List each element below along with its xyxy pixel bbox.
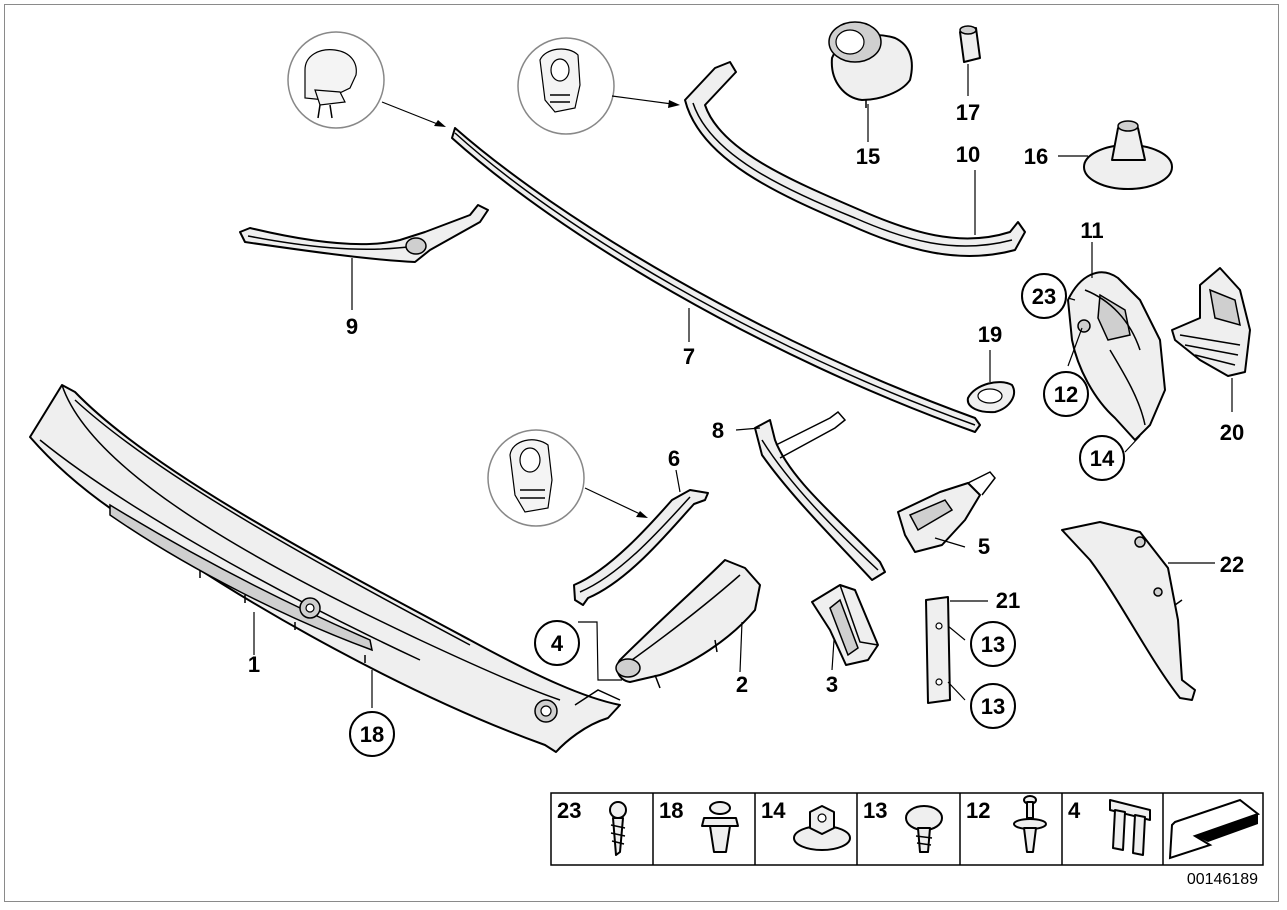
push-pin-icon bbox=[1013, 795, 1047, 853]
svg-text:13: 13 bbox=[863, 798, 887, 823]
callout-13-lower[interactable]: 13 bbox=[970, 683, 1016, 729]
part-5-bracket[interactable] bbox=[897, 471, 996, 553]
svg-text:23: 23 bbox=[557, 798, 581, 823]
label-10[interactable]: 10 bbox=[956, 142, 980, 167]
label-19[interactable]: 19 bbox=[978, 322, 1002, 347]
label-16[interactable]: 16 bbox=[1024, 144, 1048, 169]
svg-text:12: 12 bbox=[966, 798, 990, 823]
part-11-wheel-arch-cover[interactable] bbox=[1067, 271, 1166, 441]
svg-text:14: 14 bbox=[1090, 446, 1115, 471]
legend-cell-12[interactable]: 12 bbox=[966, 795, 1047, 853]
part-17-cap[interactable] bbox=[959, 25, 981, 63]
part-6-seal-strip[interactable] bbox=[573, 489, 709, 606]
part-9-seal[interactable] bbox=[239, 204, 489, 263]
callout-12[interactable]: 12 bbox=[1043, 371, 1089, 417]
part-19-gasket[interactable] bbox=[966, 381, 1015, 414]
twin-clip-icon bbox=[1109, 799, 1151, 856]
part-16-grommet[interactable] bbox=[1083, 120, 1173, 190]
callout-labels: 1 2 3 5 6 7 8 9 10 11 15 16 17 19 20 21 … bbox=[248, 100, 1244, 697]
part-3-wedge-block[interactable] bbox=[811, 584, 879, 666]
label-22[interactable]: 22 bbox=[1220, 552, 1244, 577]
detail-lens-seal-6 bbox=[487, 429, 648, 527]
svg-text:13: 13 bbox=[981, 694, 1005, 719]
label-15[interactable]: 15 bbox=[856, 144, 880, 169]
callout-18[interactable]: 18 bbox=[349, 711, 395, 757]
label-9[interactable]: 9 bbox=[346, 314, 358, 339]
legend-cell-4[interactable]: 4 bbox=[1068, 798, 1151, 856]
legend-cell-23[interactable]: 23 bbox=[557, 798, 627, 856]
callout-23[interactable]: 23 bbox=[1021, 273, 1067, 319]
svg-text:23: 23 bbox=[1032, 284, 1056, 309]
legend-cell-13[interactable]: 13 bbox=[863, 798, 943, 853]
label-5[interactable]: 5 bbox=[978, 534, 990, 559]
label-20[interactable]: 20 bbox=[1220, 420, 1244, 445]
label-21[interactable]: 21 bbox=[996, 588, 1020, 613]
part-20-cover[interactable] bbox=[1171, 267, 1251, 377]
svg-text:4: 4 bbox=[551, 631, 564, 656]
label-2[interactable]: 2 bbox=[736, 672, 748, 697]
label-11[interactable]: 11 bbox=[1080, 218, 1103, 243]
label-8[interactable]: 8 bbox=[712, 418, 724, 443]
diagram-frame bbox=[4, 4, 1279, 902]
svg-text:13: 13 bbox=[981, 632, 1005, 657]
svg-text:18: 18 bbox=[360, 722, 384, 747]
legend-cell-18[interactable]: 18 bbox=[659, 798, 739, 853]
nut-icon bbox=[793, 805, 851, 851]
drawing-id: 00146189 bbox=[1187, 871, 1258, 888]
part-2-air-duct[interactable] bbox=[615, 559, 761, 689]
label-1[interactable]: 1 bbox=[248, 652, 260, 677]
clip-screw-icon bbox=[905, 805, 943, 853]
part-7-long-seal[interactable] bbox=[451, 127, 981, 433]
legend-cell-14[interactable]: 14 bbox=[761, 798, 851, 851]
part-1-cowl-panel[interactable] bbox=[29, 384, 621, 753]
circled-callouts: 4 18 23 12 14 13 13 bbox=[349, 273, 1125, 757]
callout-4[interactable]: 4 bbox=[534, 620, 580, 666]
part-22-trim-panel[interactable] bbox=[1061, 521, 1196, 701]
detail-lens-seal-7 bbox=[287, 31, 446, 129]
svg-text:4: 4 bbox=[1068, 798, 1081, 823]
detail-lens-seal-10 bbox=[517, 37, 680, 135]
svg-text:14: 14 bbox=[761, 798, 786, 823]
label-7[interactable]: 7 bbox=[683, 344, 695, 369]
callout-14[interactable]: 14 bbox=[1079, 435, 1125, 481]
screw-icon bbox=[609, 801, 627, 856]
label-17[interactable]: 17 bbox=[956, 100, 980, 125]
expanding-rivet-icon bbox=[701, 801, 739, 853]
callout-13-upper[interactable]: 13 bbox=[970, 621, 1016, 667]
part-21-plate[interactable] bbox=[925, 596, 951, 704]
part-8-seal[interactable] bbox=[754, 410, 886, 581]
fastener-legend: 23 18 14 13 bbox=[550, 792, 1264, 866]
part-15-grommet[interactable] bbox=[828, 21, 913, 108]
svg-text:12: 12 bbox=[1054, 382, 1078, 407]
label-3[interactable]: 3 bbox=[826, 672, 838, 697]
direction-arrow-icon bbox=[1168, 798, 1261, 860]
leader-lines bbox=[253, 64, 1233, 708]
part-10-seal[interactable] bbox=[684, 61, 1026, 257]
label-6[interactable]: 6 bbox=[668, 446, 680, 471]
svg-text:18: 18 bbox=[659, 798, 683, 823]
